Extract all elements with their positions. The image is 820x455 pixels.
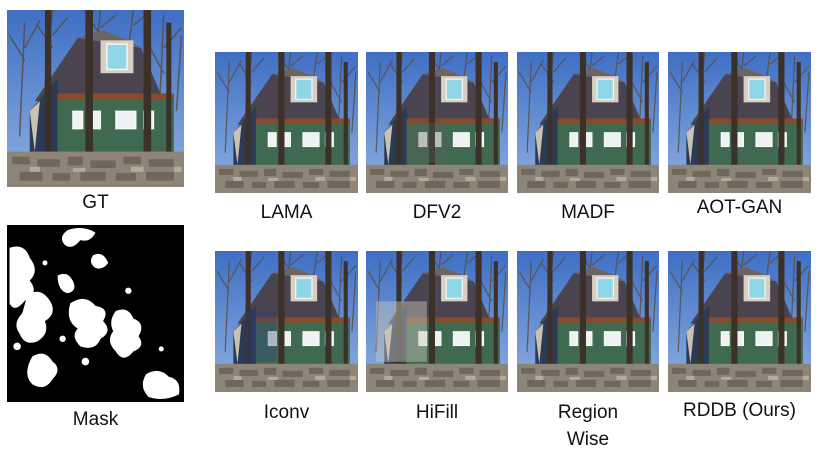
aot-gan-result-image xyxy=(668,52,811,193)
dfv2-label: DFV2 xyxy=(412,202,462,223)
gt-image xyxy=(7,10,184,187)
madf-label: MADF xyxy=(561,202,615,223)
madf-result-image xyxy=(517,52,659,193)
mask-image xyxy=(7,225,184,402)
aot-gan-label: AOT-GAN xyxy=(696,197,783,218)
region-wise-label-line1: Region xyxy=(557,402,619,423)
hifill-label: HiFill xyxy=(415,402,459,423)
iconv-label: Iconv xyxy=(263,402,310,423)
region-wise-label-line2: Wise xyxy=(566,429,610,450)
rddb-ours-label: RDDB (Ours) xyxy=(683,400,796,421)
gt-label: GT xyxy=(82,192,109,213)
iconv-result-image xyxy=(215,251,358,392)
dfv2-result-image xyxy=(366,52,508,193)
rddb-result-image xyxy=(668,251,811,392)
mask-label: Mask xyxy=(72,409,119,430)
region-wise-result-image xyxy=(517,251,659,392)
hifill-result-image xyxy=(366,251,508,392)
lama-label: LAMA xyxy=(260,202,313,223)
lama-result-image xyxy=(215,52,358,193)
region-wise-label: Region Wise xyxy=(517,399,659,453)
